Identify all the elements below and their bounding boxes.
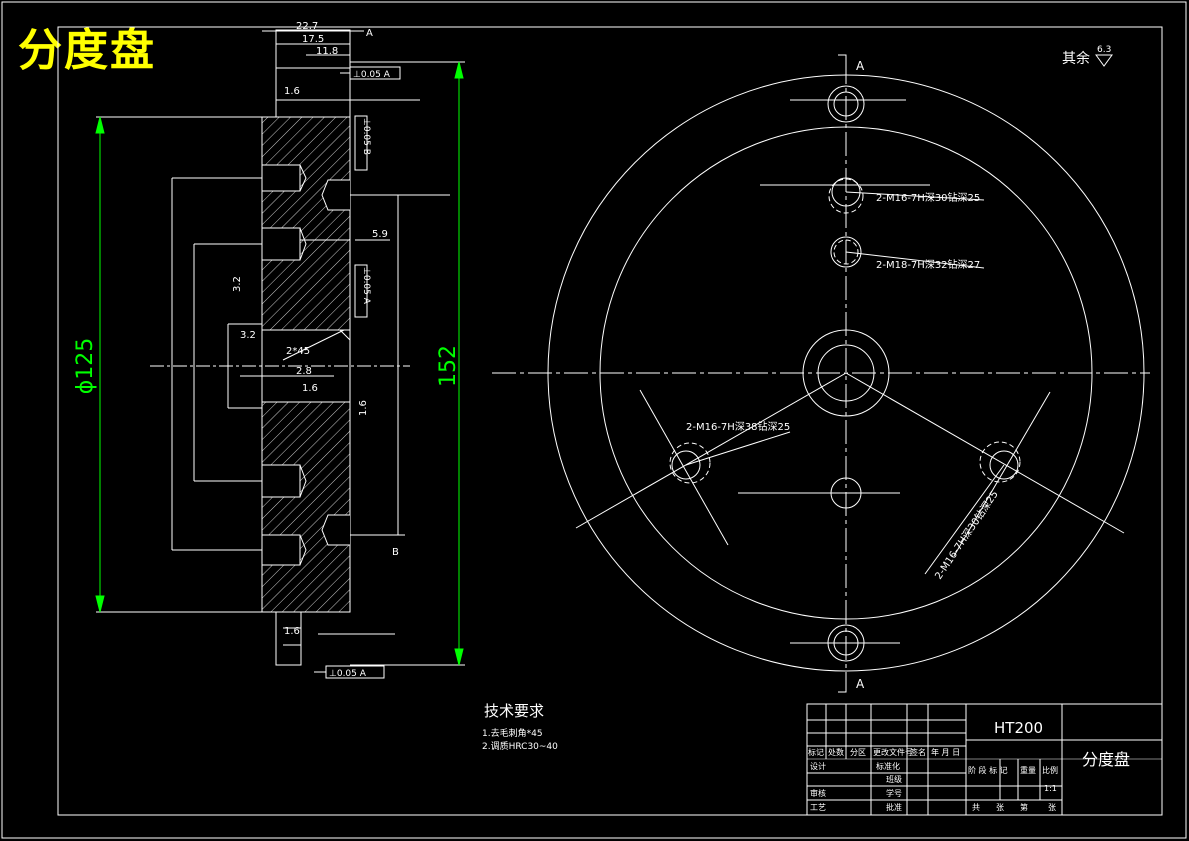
tb-label-design: 设计 <box>810 761 826 771</box>
roughness-1-6-a: 1.6 <box>284 86 300 97</box>
tb-part-name: 分度盘 <box>1082 750 1130 769</box>
roughness-note: 其余 <box>1062 50 1090 67</box>
section-a-lower: A <box>856 677 865 691</box>
dim-22-7: 22.7 <box>296 21 318 32</box>
tb-label-date: 年 月 日 <box>931 747 960 757</box>
tolerance-bottom: ⊥0.05 A <box>329 669 367 679</box>
tb-label-count: 处数 <box>828 747 844 757</box>
tb-label-zone: 分区 <box>850 748 866 757</box>
dim-17-5: 17.5 <box>302 34 324 45</box>
tb-label-std: 标准化 <box>876 761 900 771</box>
tolerance-b: ⊥0.05 B <box>361 118 371 155</box>
tb-label-doc: 更改文件号 <box>873 747 913 757</box>
tb-label-ratio: 比例 <box>1042 765 1058 775</box>
tolerance-a: ⊥0.05 A <box>361 267 371 305</box>
green-dimensions <box>95 61 464 666</box>
dim-11-8: 11.8 <box>316 46 338 57</box>
roughness-3-2-a: 3.2 <box>232 276 243 292</box>
roughness-value: 6.3 <box>1097 45 1111 55</box>
roughness-1-6-d: 1.6 <box>284 626 300 637</box>
tb-scale: 1:1 <box>1044 784 1057 793</box>
tb-label-weight: 重量 <box>1020 765 1036 775</box>
tech-item-2: 2.调质HRC30~40 <box>482 740 558 752</box>
tb-label-sign: 签名 <box>910 747 926 757</box>
tb-label-of: 第 <box>1020 802 1028 812</box>
datum-b-label: B <box>392 547 399 558</box>
callout-m16-upper: 2-M16-7H深30钻深25 <box>876 191 980 204</box>
callout-m16-left: 2-M16-7H深38钻深25 <box>686 420 790 433</box>
tb-label-class: 班级 <box>886 774 902 784</box>
title-block <box>806 703 1163 816</box>
roughness-1-6-b: 1.6 <box>302 383 318 394</box>
tb-label-craft: 工艺 <box>810 803 826 812</box>
tb-label-sno: 学号 <box>886 788 902 798</box>
dim-125: ϕ125 <box>73 338 98 395</box>
tech-heading: 技术要求 <box>484 702 544 720</box>
drawing-title: 分度盘 <box>18 25 156 76</box>
callout-m16-right: 2-M16-7H深30钻深25 <box>932 488 1001 582</box>
callout-m18: 2-M18-7H深32钻深27 <box>876 258 980 271</box>
tolerance-top: ⊥0.05 A <box>353 70 391 80</box>
tb-label-sheet2: 张 <box>1048 803 1056 812</box>
tb-label-check: 审核 <box>810 788 826 798</box>
inner-frame <box>57 26 1163 816</box>
chamfer-label: 2*45 <box>286 346 310 357</box>
tb-label-total: 共 <box>972 803 980 812</box>
tb-label-sheets: 张 <box>996 803 1004 812</box>
tb-label-stage: 阶 段 标 记 <box>968 765 1008 775</box>
section-a-upper: A <box>856 59 865 73</box>
front-view <box>492 54 1150 693</box>
roughness-3-2-b: 3.2 <box>240 330 256 341</box>
section-view <box>96 29 465 679</box>
dim-152: 152 <box>436 345 461 387</box>
tb-label-approve: 批准 <box>886 802 902 812</box>
roughness-1-6-c: 1.6 <box>358 400 369 416</box>
roughness-symbol <box>1095 54 1113 67</box>
tb-material: HT200 <box>994 719 1043 737</box>
tech-item-1: 1.去毛刺角*45 <box>482 727 543 739</box>
dim-5-9: 5.9 <box>372 229 388 240</box>
dim-2-8: 2.8 <box>296 366 312 377</box>
section-a-top: A <box>366 28 373 39</box>
tb-label-mark: 标记 <box>808 747 824 757</box>
